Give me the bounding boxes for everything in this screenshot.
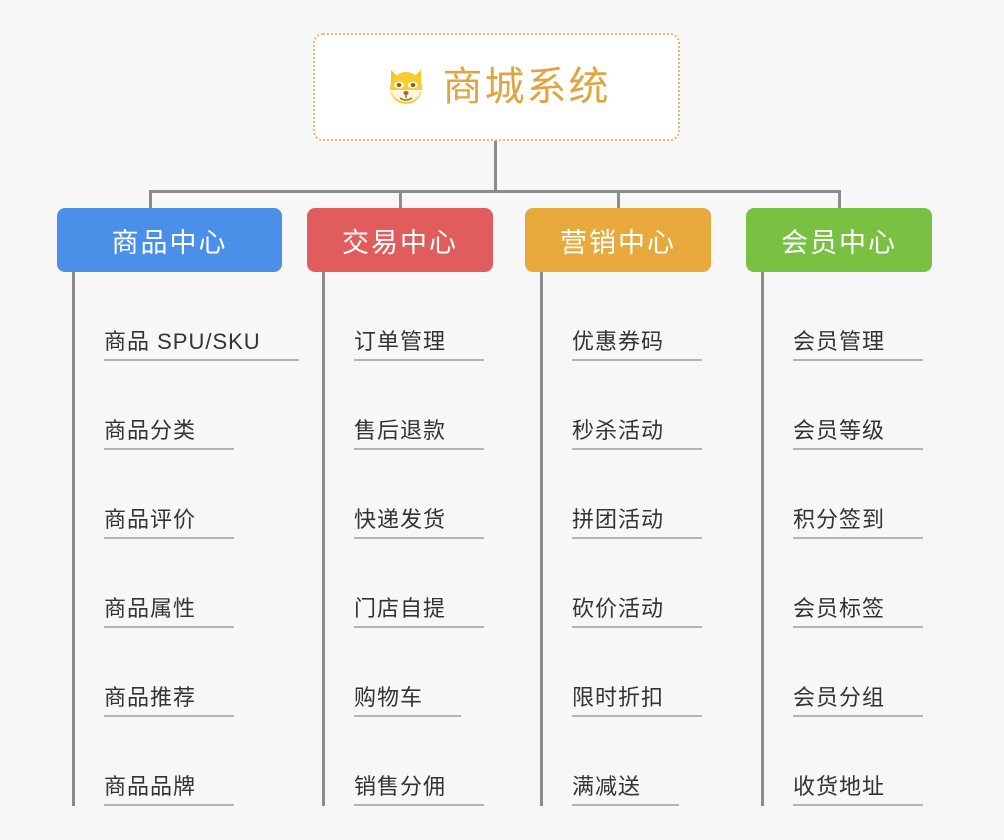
leaf-label: 拼团活动 <box>572 507 703 539</box>
leaf-label: 购物车 <box>354 685 462 717</box>
leaf-item[interactable]: 商品品牌 <box>75 717 282 806</box>
leaf-label: 门店自提 <box>354 596 485 628</box>
root-node[interactable]: 商城系统 <box>313 33 680 141</box>
leaf-label: 会员等级 <box>793 418 924 450</box>
connector-root-stem <box>494 141 497 191</box>
leaf-label: 优惠券码 <box>572 329 703 361</box>
branch-header-3[interactable]: 营销中心 <box>525 208 711 272</box>
leaf-item[interactable]: 购物车 <box>325 628 532 717</box>
branch-header-2[interactable]: 交易中心 <box>307 208 493 272</box>
leaf-label: 商品推荐 <box>104 685 235 717</box>
branch-column-4: 会员中心 会员管理 会员等级 积分签到 会员标签 会员分组 收货地址 <box>746 208 971 806</box>
leaf-label: 商品评价 <box>104 507 235 539</box>
leaf-label: 商品分类 <box>104 418 235 450</box>
leaf-item[interactable]: 限时折扣 <box>543 628 750 717</box>
leaf-label: 商品品牌 <box>104 774 235 806</box>
leaf-item[interactable]: 售后退款 <box>325 361 532 450</box>
leaf-item[interactable]: 销售分佣 <box>325 717 532 806</box>
leaf-label: 限时折扣 <box>572 685 703 717</box>
branch-header-label-3: 营销中心 <box>560 227 676 258</box>
leaf-item[interactable]: 商品属性 <box>75 539 282 628</box>
leaf-item[interactable]: 会员等级 <box>764 361 971 450</box>
leaf-label: 满减送 <box>572 774 680 806</box>
leaf-item[interactable]: 会员分组 <box>764 628 971 717</box>
leaf-label: 售后退款 <box>354 418 485 450</box>
leaf-label: 商品属性 <box>104 596 235 628</box>
connector-horizontal-bus <box>150 190 840 193</box>
connector-drop-col-3 <box>617 190 620 210</box>
leaf-label: 商品 SPU/SKU <box>104 329 299 361</box>
connector-drop-col-4 <box>838 190 841 210</box>
leaf-label: 收货地址 <box>793 774 924 806</box>
leaf-item[interactable]: 门店自提 <box>325 539 532 628</box>
shiba-dog-emoji-icon <box>383 64 429 110</box>
leaf-label: 销售分佣 <box>354 774 485 806</box>
branch-header-1[interactable]: 商品中心 <box>57 208 282 272</box>
leaf-item[interactable]: 满减送 <box>543 717 750 806</box>
leaf-item[interactable]: 拼团活动 <box>543 450 750 539</box>
leaf-item[interactable]: 商品分类 <box>75 361 282 450</box>
leaf-item[interactable]: 商品评价 <box>75 450 282 539</box>
leaf-label: 会员分组 <box>793 685 924 717</box>
leaf-item[interactable]: 商品推荐 <box>75 628 282 717</box>
leaf-label: 秒杀活动 <box>572 418 703 450</box>
leaf-label: 会员标签 <box>793 596 924 628</box>
leaf-label: 积分签到 <box>793 507 924 539</box>
leaf-item[interactable]: 积分签到 <box>764 450 971 539</box>
branch-items-3: 优惠券码 秒杀活动 拼团活动 砍价活动 限时折扣 满减送 <box>540 272 750 806</box>
leaf-item[interactable]: 订单管理 <box>325 272 532 361</box>
connector-drop-col-1 <box>149 190 152 210</box>
branch-column-2: 交易中心 订单管理 售后退款 快递发货 门店自提 购物车 销售分佣 <box>307 208 532 806</box>
leaf-label: 砍价活动 <box>572 596 703 628</box>
leaf-item[interactable]: 秒杀活动 <box>543 361 750 450</box>
branch-items-1: 商品 SPU/SKU 商品分类 商品评价 商品属性 商品推荐 商品品牌 <box>72 272 299 806</box>
leaf-label: 订单管理 <box>354 329 485 361</box>
connector-drop-col-2 <box>399 190 402 210</box>
branch-header-label-1: 商品中心 <box>111 227 228 258</box>
leaf-item[interactable]: 会员管理 <box>764 272 971 361</box>
leaf-item[interactable]: 商品 SPU/SKU <box>75 272 299 361</box>
leaf-item[interactable]: 会员标签 <box>764 539 971 628</box>
branch-header-label-2: 交易中心 <box>342 227 458 258</box>
leaf-item[interactable]: 收货地址 <box>764 717 971 806</box>
branch-column-3: 营销中心 优惠券码 秒杀活动 拼团活动 砍价活动 限时折扣 满减送 <box>525 208 750 806</box>
leaf-item[interactable]: 快递发货 <box>325 450 532 539</box>
branch-items-4: 会员管理 会员等级 积分签到 会员标签 会员分组 收货地址 <box>761 272 971 806</box>
root-title: 商城系统 <box>442 65 611 109</box>
leaf-label: 会员管理 <box>793 329 924 361</box>
branch-header-label-4: 会员中心 <box>781 227 897 258</box>
branch-column-1: 商品中心 商品 SPU/SKU 商品分类 商品评价 商品属性 商品推荐 商品品牌 <box>57 208 299 806</box>
branch-items-2: 订单管理 售后退款 快递发货 门店自提 购物车 销售分佣 <box>322 272 532 806</box>
leaf-item[interactable]: 砍价活动 <box>543 539 750 628</box>
leaf-label: 快递发货 <box>354 507 485 539</box>
leaf-item[interactable]: 优惠券码 <box>543 272 750 361</box>
branch-header-4[interactable]: 会员中心 <box>746 208 932 272</box>
